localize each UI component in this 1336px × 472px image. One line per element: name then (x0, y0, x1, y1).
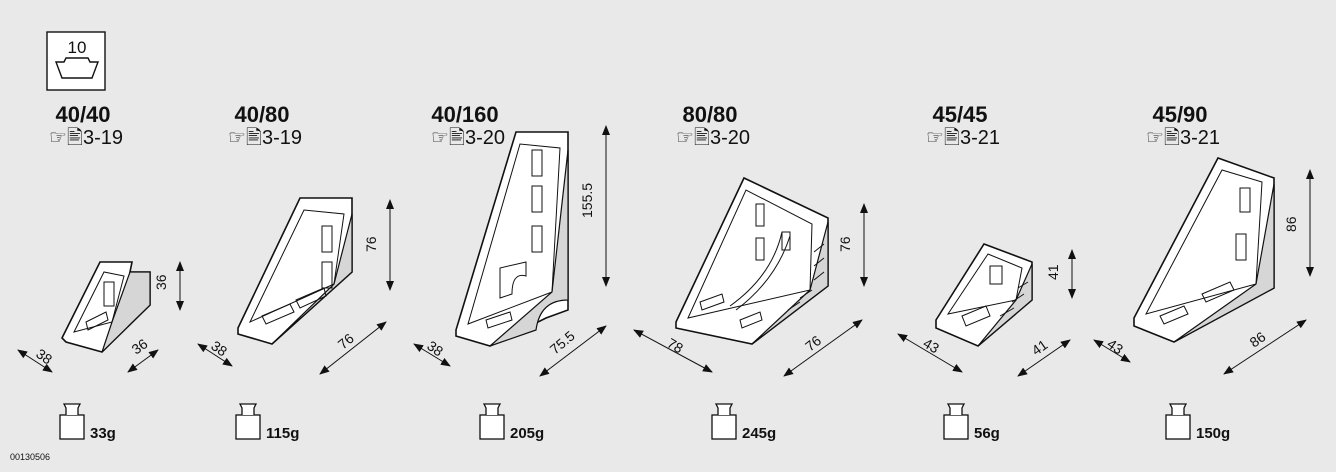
bracket-80-80: 80/80 ☞🖹 3-20 78 76 76 245g (633, 102, 868, 442)
bracket-drawing (237, 197, 353, 345)
dim-depth: 78 (665, 335, 687, 357)
catalog-ref: 3-19 (262, 127, 302, 149)
profile-10-badge-icon: 10 (46, 31, 106, 91)
bracket-drawing (935, 243, 1033, 347)
bracket-40-80: 40/80 ☞🖹 3-19 38 76 76 115g (197, 102, 394, 442)
dim-width: 36 (129, 335, 151, 357)
item-title: 40/80 (234, 102, 289, 127)
item-title: 45/90 (1152, 102, 1207, 127)
weight-icon (479, 403, 505, 440)
dim-width: 76 (335, 330, 357, 352)
item-weight: 150g (1196, 425, 1230, 442)
bracket-drawing (455, 131, 569, 347)
item-weight: 56g (974, 425, 1000, 442)
dim-width: 75.5 (547, 327, 578, 357)
dim-height: 86 (1283, 216, 1299, 232)
catalog-ref-icon: ☞🖹 (228, 127, 262, 149)
item-title: 40/160 (431, 102, 498, 127)
profile-badge-label: 10 (68, 38, 87, 57)
dim-depth: 38 (33, 345, 55, 367)
weight-icon (59, 403, 85, 440)
item-title: 45/45 (932, 102, 987, 127)
dim-depth: 43 (921, 335, 943, 357)
bracket-drawing (61, 261, 151, 353)
bracket-drawing (1133, 157, 1275, 343)
dim-height: 36 (153, 274, 169, 290)
catalog-ref-icon: ☞🖹 (431, 127, 465, 149)
catalog-ref: 3-21 (1180, 127, 1220, 149)
catalog-ref: 3-20 (710, 127, 750, 149)
dim-height: 155.5 (579, 183, 595, 218)
catalog-ref: 3-19 (83, 127, 123, 149)
catalog-ref-icon: ☞🖹 (49, 127, 83, 149)
weight-icon (235, 403, 261, 440)
dim-depth: 43 (1104, 335, 1126, 357)
item-weight: 33g (90, 425, 116, 442)
dim-depth: 38 (424, 337, 446, 359)
dim-height: 76 (837, 236, 853, 252)
dim-width: 76 (802, 332, 824, 354)
catalog-ref: 3-20 (465, 127, 505, 149)
dim-depth: 38 (208, 337, 230, 359)
catalog-ref: 3-21 (960, 127, 1000, 149)
drawing-code: 00130506 (10, 452, 50, 462)
bracket-45-90: 45/90 ☞🖹 3-21 43 86 86 150g (1093, 102, 1314, 442)
item-title: 80/80 (682, 102, 737, 127)
catalog-ref-icon: ☞🖹 (926, 127, 960, 149)
bracket-drawing (675, 176, 829, 345)
item-title: 40/40 (55, 102, 110, 127)
catalog-ref-icon: ☞🖹 (1146, 127, 1180, 149)
dim-height: 41 (1045, 264, 1061, 280)
bracket-40-160: 40/160 ☞🖹 3-20 38 75.5 155.5 205g (413, 102, 610, 442)
item-weight: 245g (742, 425, 776, 442)
weight-icon (711, 403, 737, 440)
bracket-45-45: 45/45 ☞🖹 3-21 43 41 41 56g (897, 102, 1076, 442)
item-weight: 115g (266, 425, 299, 442)
bracket-40-40: 40/40 ☞🖹 3-19 38 36 36 33g (17, 102, 184, 442)
weight-icon (943, 403, 969, 440)
weight-icon (1165, 403, 1191, 440)
dim-height: 76 (363, 236, 379, 252)
item-weight: 205g (510, 425, 544, 442)
catalog-ref-icon: ☞🖹 (676, 127, 710, 149)
